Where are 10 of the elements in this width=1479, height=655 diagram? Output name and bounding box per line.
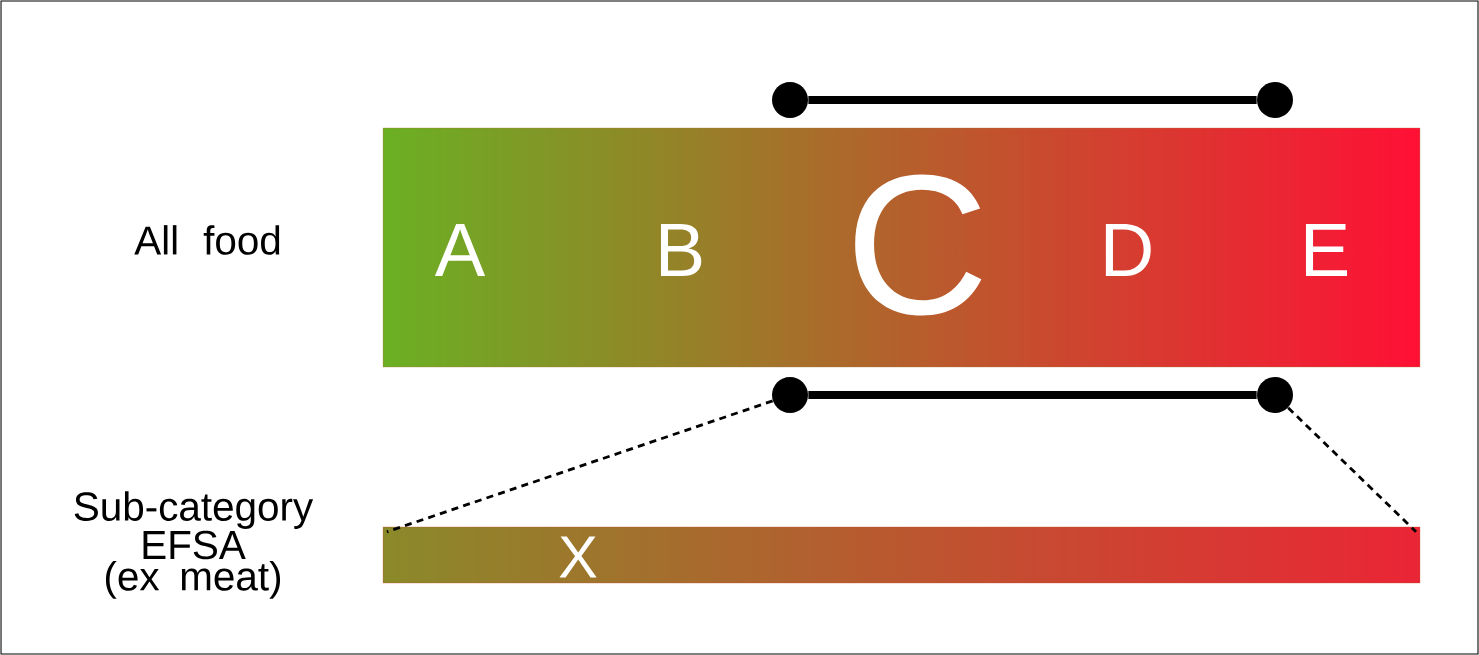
score-bar: A B C D E [382,127,1421,368]
range-dot [772,82,808,118]
zoom-line [1287,406,1418,533]
row-label: All food [134,225,280,255]
row-label: Sub-category EFSA (ex meat) [74,491,314,599]
range-dot [1257,82,1293,118]
zoom-line [386,399,774,534]
subcategory-bar: X [382,526,1421,584]
range-dot [1257,377,1293,413]
range-dot [772,377,808,413]
